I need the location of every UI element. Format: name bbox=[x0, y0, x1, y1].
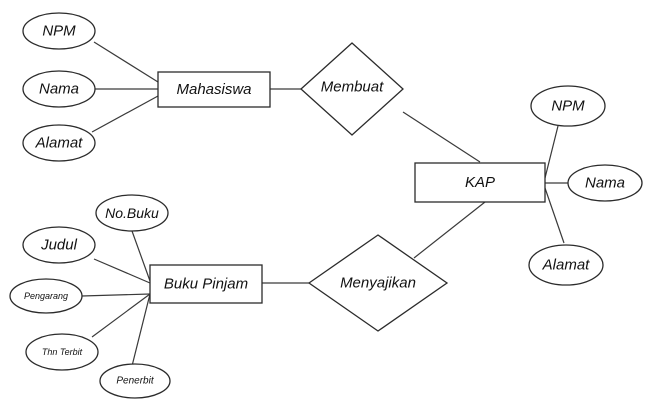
edge-membuat-kap bbox=[402, 111, 481, 163]
attribute-label: Thn Terbit bbox=[42, 347, 83, 357]
edge-thnterbit-bukupinjam bbox=[91, 293, 151, 338]
edge-penerbit-bukupinjam bbox=[131, 293, 151, 367]
entity-kap: KAP bbox=[414, 162, 546, 203]
attribute-label: No.Buku bbox=[105, 205, 159, 221]
entity-buku-pinjam: Buku Pinjam bbox=[149, 264, 263, 304]
attribute-label: Pengarang bbox=[24, 291, 68, 301]
connectors bbox=[81, 41, 568, 367]
edge-kap-npm bbox=[544, 125, 559, 179]
entity-label: Buku Pinjam bbox=[164, 276, 248, 293]
relationship-membuat: Membuat bbox=[300, 42, 404, 136]
edge-pengarang-bukupinjam bbox=[81, 293, 151, 297]
attribute-label: Nama bbox=[39, 81, 79, 98]
attribute-buku-penerbit: Penerbit bbox=[99, 363, 171, 399]
attribute-mahasiswa-alamat: Alamat bbox=[22, 124, 96, 162]
edge-npm-mahasiswa bbox=[93, 41, 159, 83]
relationship-label: Membuat bbox=[321, 79, 384, 96]
attribute-buku-no-buku: No.Buku bbox=[95, 194, 169, 232]
attribute-buku-pengarang: Pengarang bbox=[9, 278, 83, 314]
edge-judul-bukupinjam bbox=[93, 258, 151, 284]
attribute-label: NPM bbox=[551, 98, 585, 115]
attribute-label: Penerbit bbox=[116, 376, 154, 387]
attribute-kap-alamat: Alamat bbox=[528, 244, 604, 286]
relationship-menyajikan: Menyajikan bbox=[307, 234, 449, 332]
entity-label: Mahasiswa bbox=[176, 81, 251, 98]
attribute-label: Nama bbox=[585, 175, 625, 192]
attribute-mahasiswa-npm: NPM bbox=[22, 12, 96, 50]
entity-mahasiswa: Mahasiswa bbox=[157, 71, 271, 108]
edge-kap-alamat bbox=[544, 187, 565, 244]
entity-label: KAP bbox=[465, 174, 495, 191]
attribute-label: Alamat bbox=[35, 135, 84, 152]
attribute-buku-judul: Judul bbox=[22, 226, 96, 264]
attribute-label: Judul bbox=[40, 237, 78, 254]
attribute-kap-nama: Nama bbox=[567, 164, 643, 202]
edge-kap-menyajikan bbox=[413, 201, 486, 259]
attribute-buku-thn-terbit: Thn Terbit bbox=[25, 333, 99, 371]
edge-nobuku-bukupinjam bbox=[131, 230, 151, 282]
attribute-mahasiswa-nama: Nama bbox=[22, 70, 96, 108]
attribute-label: Alamat bbox=[542, 257, 591, 274]
attribute-kap-npm: NPM bbox=[530, 85, 606, 127]
attribute-label: NPM bbox=[42, 23, 76, 40]
edge-alamat-mahasiswa bbox=[91, 95, 159, 133]
relationship-label: Menyajikan bbox=[340, 275, 416, 292]
